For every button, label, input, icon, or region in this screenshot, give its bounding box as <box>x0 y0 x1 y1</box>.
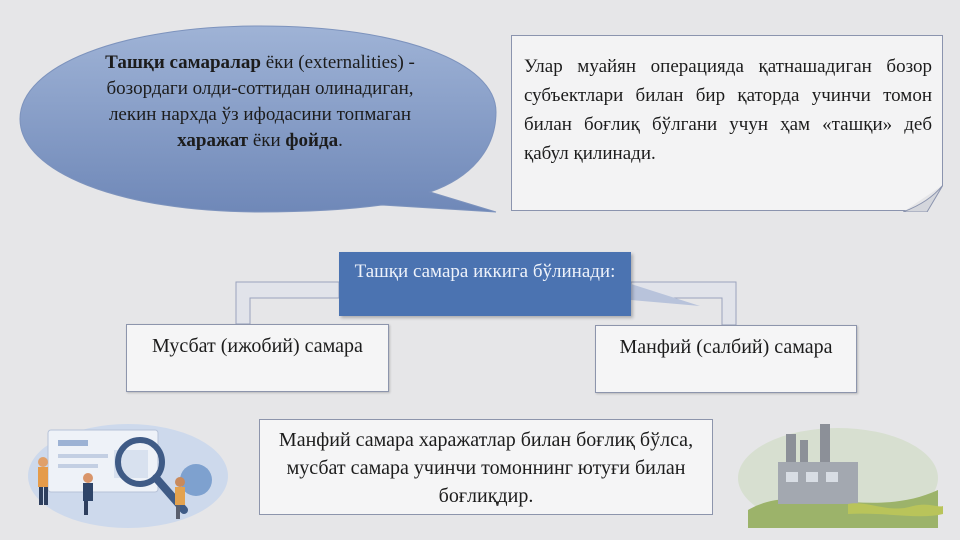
definition-bubble: Ташқи самаралар ёки (externalities) - бо… <box>0 0 510 230</box>
speech-bubble-shape <box>19 25 497 213</box>
factory-pollution-icon <box>738 424 943 528</box>
term-bold: Ташқи самаралар <box>105 52 261 73</box>
definition-text: Ташқи самаралар ёки (externalities) - бо… <box>90 50 430 154</box>
central-concept-text: Ташқи самара иккига бўлинади: <box>354 261 616 282</box>
central-concept-box: Ташқи самара иккига бўлинади: <box>339 252 631 316</box>
positive-effect-text: Мусбат (ижобий) самара <box>152 335 363 357</box>
negative-effect-box: Манфий (салбий) самара <box>595 325 857 393</box>
positive-effect-box: Мусбат (ижобий) самара <box>126 324 389 392</box>
page-curl-icon <box>903 185 943 212</box>
negative-effect-text: Манфий (салбий) самара <box>619 336 833 358</box>
or-word: ёки <box>248 130 286 151</box>
conclusion-text: Манфий самара харажатлар билан боғлиқ бў… <box>278 429 694 507</box>
explanation-note: Улар муайян операцияда қатнашадиган бозо… <box>511 35 943 211</box>
conclusion-box: Манфий самара харажатлар билан боғлиқ бў… <box>259 419 713 515</box>
definition-end: . <box>338 130 343 151</box>
benefit-bold: фойда <box>285 130 339 151</box>
explanation-text: Улар муайян операцияда қатнашадиган бозо… <box>524 56 932 164</box>
analytics-people-magnifier-icon <box>28 424 228 528</box>
definition-part1: ёки (externalities) - бозордаги олди-сот… <box>106 52 415 125</box>
cost-bold: харажат <box>177 130 249 151</box>
